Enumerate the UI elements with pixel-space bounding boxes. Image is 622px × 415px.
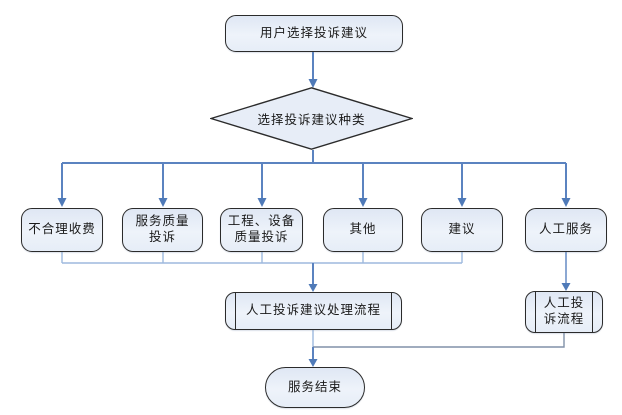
predef-inner-line [535, 292, 536, 332]
node-branch-manual-service: 人工服务 [525, 208, 607, 252]
node-branch-service-quality: 服务质量 投诉 [122, 208, 203, 252]
node-manual-complaint: 人工投 诉流程 [525, 291, 603, 333]
predef-inner-line [592, 292, 593, 332]
branch-label: 建议 [448, 222, 476, 237]
collector-bus [61, 252, 463, 264]
node-branch-unreasonable-fee: 不合理收费 [21, 208, 103, 252]
predef-inner-line [391, 293, 392, 329]
edge-complaint-join [313, 333, 565, 348]
arrowhead-process [308, 284, 318, 292]
node-manual-process-label: 人工投诉建议处理流程 [245, 303, 381, 318]
node-branch-equipment-quality: 工程、设备 质量投诉 [220, 208, 303, 252]
branch-label: 人工服务 [538, 222, 593, 237]
edges-bus-to-branches [61, 163, 567, 199]
node-start: 用户选择投诉建议 [225, 15, 403, 52]
branch-label: 其他 [349, 222, 377, 237]
node-manual-process: 人工投诉建议处理流程 [225, 292, 402, 330]
arrowhead-end [308, 359, 318, 367]
arrowhead-decision [308, 79, 318, 88]
arrowhead-complaint [561, 283, 571, 291]
branch-label: 不合理收费 [28, 222, 96, 237]
node-end-label: 服务结束 [287, 379, 342, 394]
branch-label: 服务质量 投诉 [135, 214, 190, 244]
node-decision: 选择投诉建议种类 [210, 87, 413, 150]
node-branch-suggestion: 建议 [421, 208, 503, 252]
diamond-shape [210, 87, 413, 150]
branch-label: 工程、设备 质量投诉 [227, 214, 296, 244]
node-end: 服务结束 [265, 367, 365, 408]
node-decision-label: 选择投诉建议种类 [257, 113, 366, 127]
node-start-label: 用户选择投诉建议 [259, 25, 368, 40]
node-manual-complaint-label: 人工投 诉流程 [543, 296, 585, 326]
arrowheads-branches [57, 198, 571, 207]
node-branch-other: 其他 [323, 208, 403, 252]
predef-inner-line [235, 293, 236, 329]
